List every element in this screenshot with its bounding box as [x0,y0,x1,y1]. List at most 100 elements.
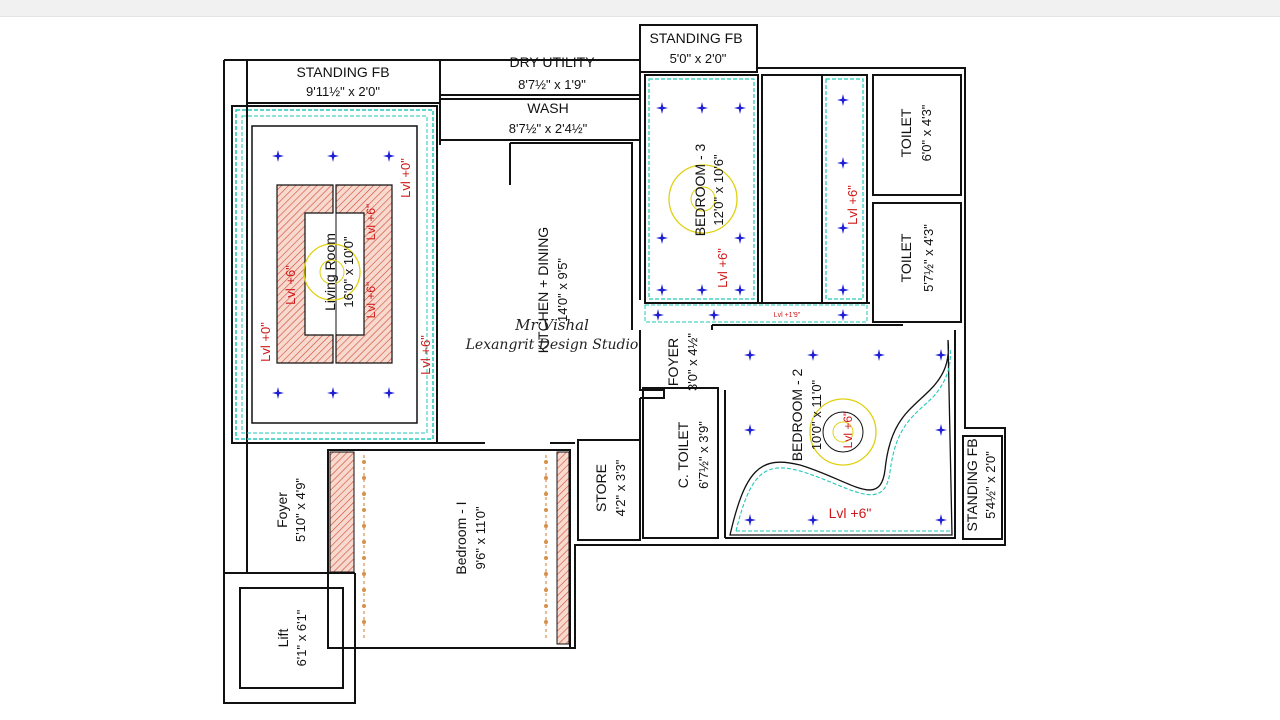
level-living-inner-right-bottom: Lvl +6" [364,282,378,319]
level-labels: Lvl +0" Lvl +0" Lvl +6" Lvl +6" Lvl +6" … [258,158,871,521]
c-toilet-dim: 6'7½" x 3'9" [696,421,711,489]
foyer-left-name: Foyer [274,492,290,528]
spot-light-icon [544,556,548,560]
level-bedroom2: Lvl +6" [829,505,872,521]
level-living-inner-left: Lvl +6" [283,265,298,305]
spot-light-icon [362,492,366,496]
ceiling-light-icon [837,157,849,169]
ceiling-light-icon [873,349,885,361]
kitchen-dim: 14'0" x 9'5" [555,258,570,322]
standing-fb-right-name: STANDING FB [964,438,980,531]
spot-light-icon [544,508,548,512]
level-bedroom2-fan: Lvl +6" [841,412,855,449]
bedroom1-dim: 9'6" x 11'0" [473,506,488,569]
toilet1-name: TOILET [898,108,914,157]
ceiling-light-icon [272,150,284,162]
ceiling-light-icon [734,102,746,114]
bedroom3-name: BEDROOM - 3 [692,144,708,237]
spot-light-icon [544,588,548,592]
living-name: Living Room [322,233,338,311]
spot-light-icon [362,540,366,544]
ceiling-light-icon [652,309,664,321]
toilet1-dim: 6'0" x 4'3" [919,104,934,161]
bedroom2-dim: 10'0" x 11'0" [809,379,824,450]
spot-light-icon [362,476,366,480]
ceiling-light-icon [837,222,849,234]
watermark-line1: Mr Vishal [514,316,589,334]
ceiling-light-icon [656,102,668,114]
watermark-line2: Lexangrit Design Studio [465,337,639,353]
ceiling-light-icon [837,94,849,106]
standing-fb-top-name: STANDING FB [296,64,389,80]
bedroom1-spot-lights [362,460,548,624]
store-name: STORE [593,464,609,512]
foyer-left-dim: 5'10" x 4'9" [293,478,308,542]
bedroom3-dim: 12'0" x 10'6" [711,154,726,226]
spot-light-icon [544,572,548,576]
bedroom1-wardrobes [329,451,570,645]
ceiling-light-icon [327,387,339,399]
spot-light-icon [544,604,548,608]
spot-light-icon [362,556,366,560]
spot-light-icon [362,588,366,592]
ceiling-light-icon [383,150,395,162]
living-dim: 16'0" x 10'0" [341,236,356,308]
dry-utility-dim: 8'7½" x 1'9" [518,77,586,92]
ceiling-light-icon [807,514,819,526]
ceiling-lights [272,94,947,526]
ceiling-light-icon [734,284,746,296]
c-toilet-name: C. TOILET [675,421,691,488]
ceiling-light-icon [935,349,947,361]
foyer-right-name: FOYER [665,338,681,386]
spot-light-icon [362,572,366,576]
level-living-inner-right-top: Lvl +6" [364,204,378,241]
standing-fb-top-dim: 9'11½" x 2'0" [306,84,380,99]
ceiling-light-icon [837,284,849,296]
ceiling-light-icon [807,349,819,361]
level-bedroom3-b: Lvl +6" [845,185,860,225]
watermark: Mr Vishal Lexangrit Design Studio [465,316,639,353]
level-living-right: Lvl +6" [418,335,433,375]
wash-dim: 8'7½" x 2'4½" [509,121,588,136]
lift-name: Lift [275,629,291,648]
ceiling-light-icon [696,284,708,296]
ceiling-light-icon [837,309,849,321]
standing-fb-right-dim: 5'4½" x 2'0" [983,451,998,519]
spot-light-icon [544,524,548,528]
spot-light-icon [544,620,548,624]
dry-utility-name: DRY UTILITY [509,54,595,70]
bedroom2-name: BEDROOM - 2 [789,369,805,462]
ceiling-light-icon [272,387,284,399]
spot-light-icon [362,620,366,624]
wash-name: WASH [527,100,568,116]
lift-dim: 6'1" x 6'1" [294,609,309,666]
spot-light-icon [544,540,548,544]
toilet2-dim: 5'7½" x 4'3" [921,224,936,292]
bedroom3-ceiling [644,78,868,323]
spot-light-icon [362,508,366,512]
viewer-top-bar [0,0,1280,17]
spot-light-icon [544,460,548,464]
bedroom1-name: Bedroom - I [453,501,469,574]
foyer-right-dim: 3'0" x 4½" [685,333,700,391]
kitchen-name: KITCHEN + DINING [535,227,551,353]
bedroom2-ceiling [729,339,953,536]
room-labels: STANDING FB 9'11½" x 2'0" DRY UTILITY 8'… [274,30,998,666]
toilet2-name: TOILET [898,233,914,282]
ceiling-light-icon [935,424,947,436]
level-living-left: Lvl +0" [258,322,273,362]
level-bedroom3-a: Lvl +6" [715,248,730,288]
ceiling-light-icon [734,232,746,244]
spot-light-icon [544,476,548,480]
store-dim: 4'2" x 3'3" [613,459,628,516]
spot-light-icon [362,524,366,528]
spot-light-icon [362,604,366,608]
standing-fb-top2-name: STANDING FB [649,30,742,46]
ceiling-light-icon [656,232,668,244]
ceiling-light-icon [744,514,756,526]
level-bedroom3-strip: Lvl +1'9" [774,312,801,319]
ceiling-light-icon [708,309,720,321]
ceiling-light-icon [327,150,339,162]
living-room-ceiling [235,109,434,440]
